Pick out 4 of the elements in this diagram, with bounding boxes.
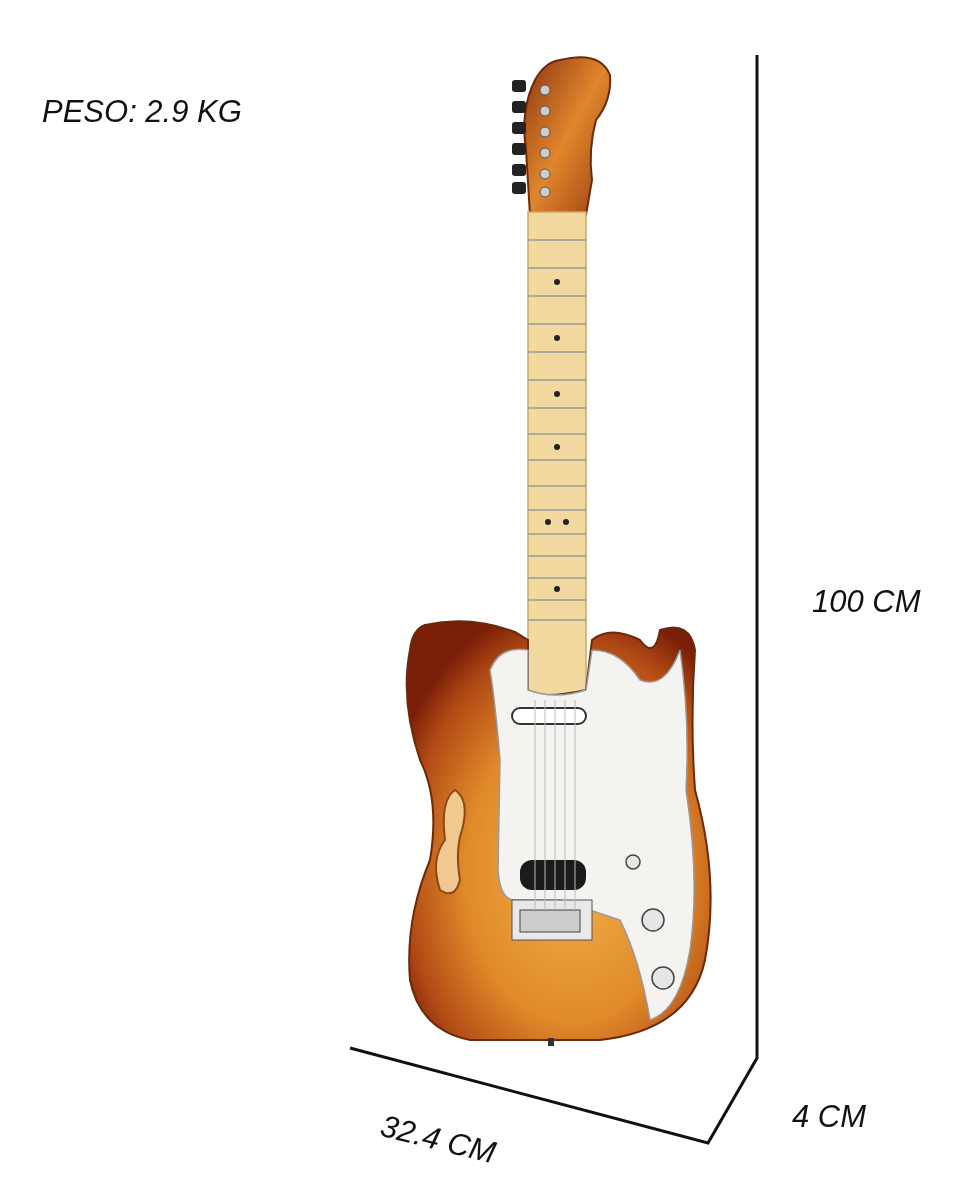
depth-dimension: 4 CM	[792, 1101, 867, 1132]
weight-label: PESO: 2.9 KG	[42, 96, 242, 127]
width-dimension: 32.4 CM	[377, 1110, 499, 1169]
height-dimension: 100 CM	[812, 586, 921, 617]
